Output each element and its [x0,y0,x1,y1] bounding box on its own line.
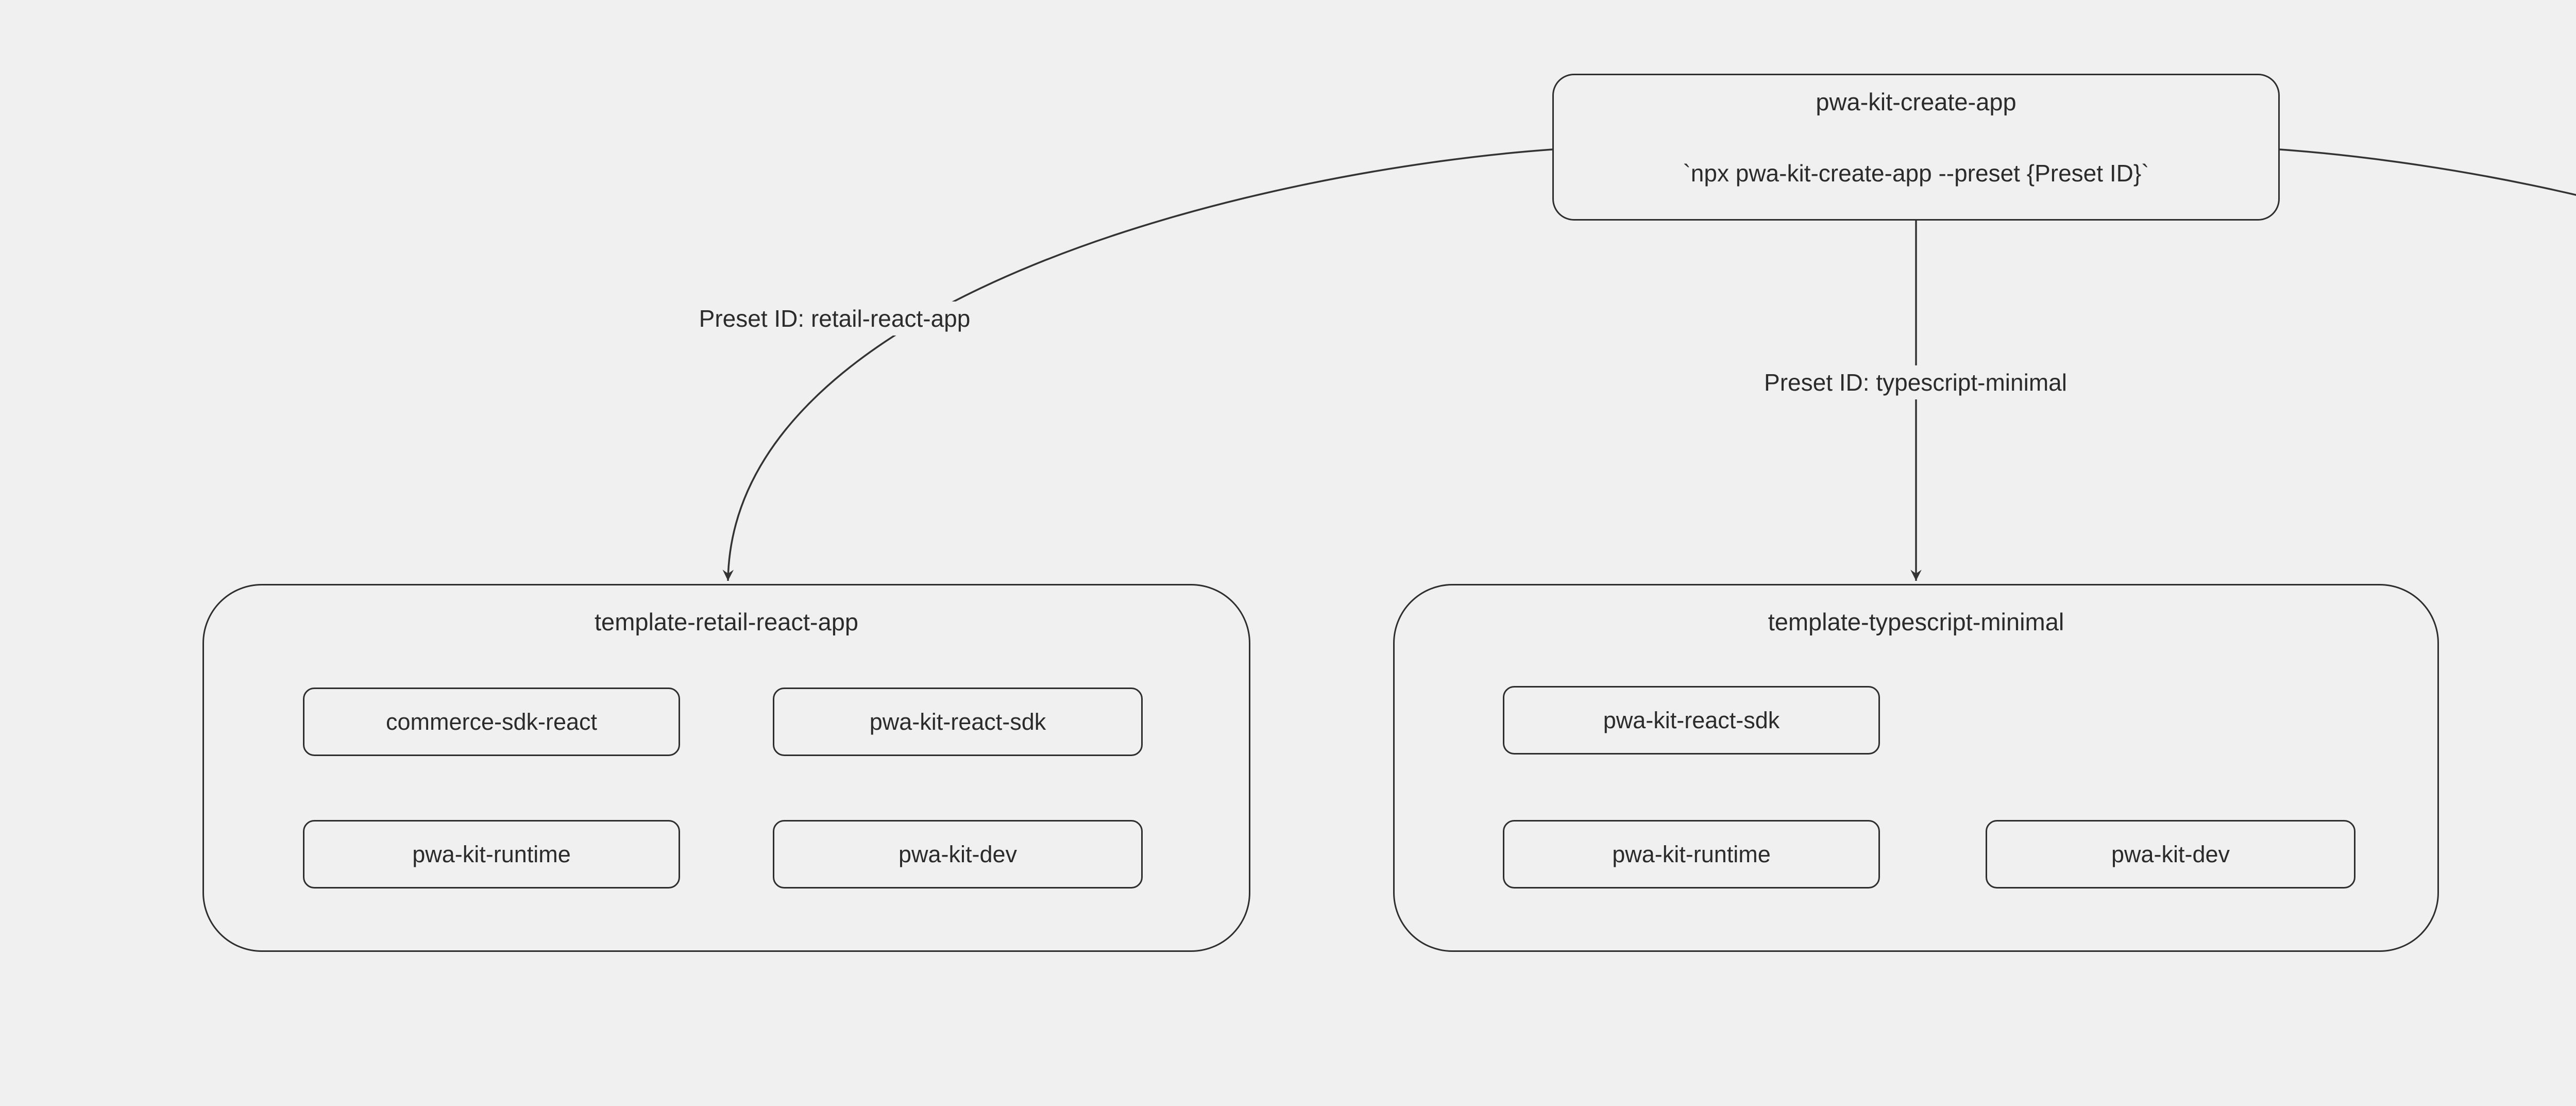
root-node-command: `npx pwa-kit-create-app --preset {Preset… [1683,160,2149,187]
root-node-title: pwa-kit-create-app [1816,88,2016,115]
edge-express-minimal [2279,148,2576,196]
package-commerce-sdk-react: commerce-sdk-react [303,688,680,756]
edge-label-typescript-minimal: Preset ID: typescript-minimal [1756,365,2075,399]
package-pwa-kit-react-sdk: pwa-kit-react-sdk [773,688,1143,756]
node-template-typescript-minimal: template-typescript-minimal pwa-kit-reac… [1393,584,2439,952]
node-pwa-kit-create-app: pwa-kit-create-app `npx pwa-kit-create-a… [1552,74,2280,221]
template-title: template-retail-react-app [595,608,858,635]
package-pwa-kit-dev: pwa-kit-dev [1986,820,2355,889]
package-pwa-kit-react-sdk: pwa-kit-react-sdk [1503,686,1880,755]
template-title: template-typescript-minimal [1768,608,2064,635]
edge-label-retail-react-app: Preset ID: retail-react-app [690,301,979,336]
node-template-retail-react-app: template-retail-react-app commerce-sdk-r… [202,584,1250,952]
package-pwa-kit-dev: pwa-kit-dev [773,820,1143,889]
package-pwa-kit-runtime: pwa-kit-runtime [1503,820,1880,889]
edge-retail-react-app [722,148,1553,581]
package-pwa-kit-runtime: pwa-kit-runtime [303,820,680,889]
